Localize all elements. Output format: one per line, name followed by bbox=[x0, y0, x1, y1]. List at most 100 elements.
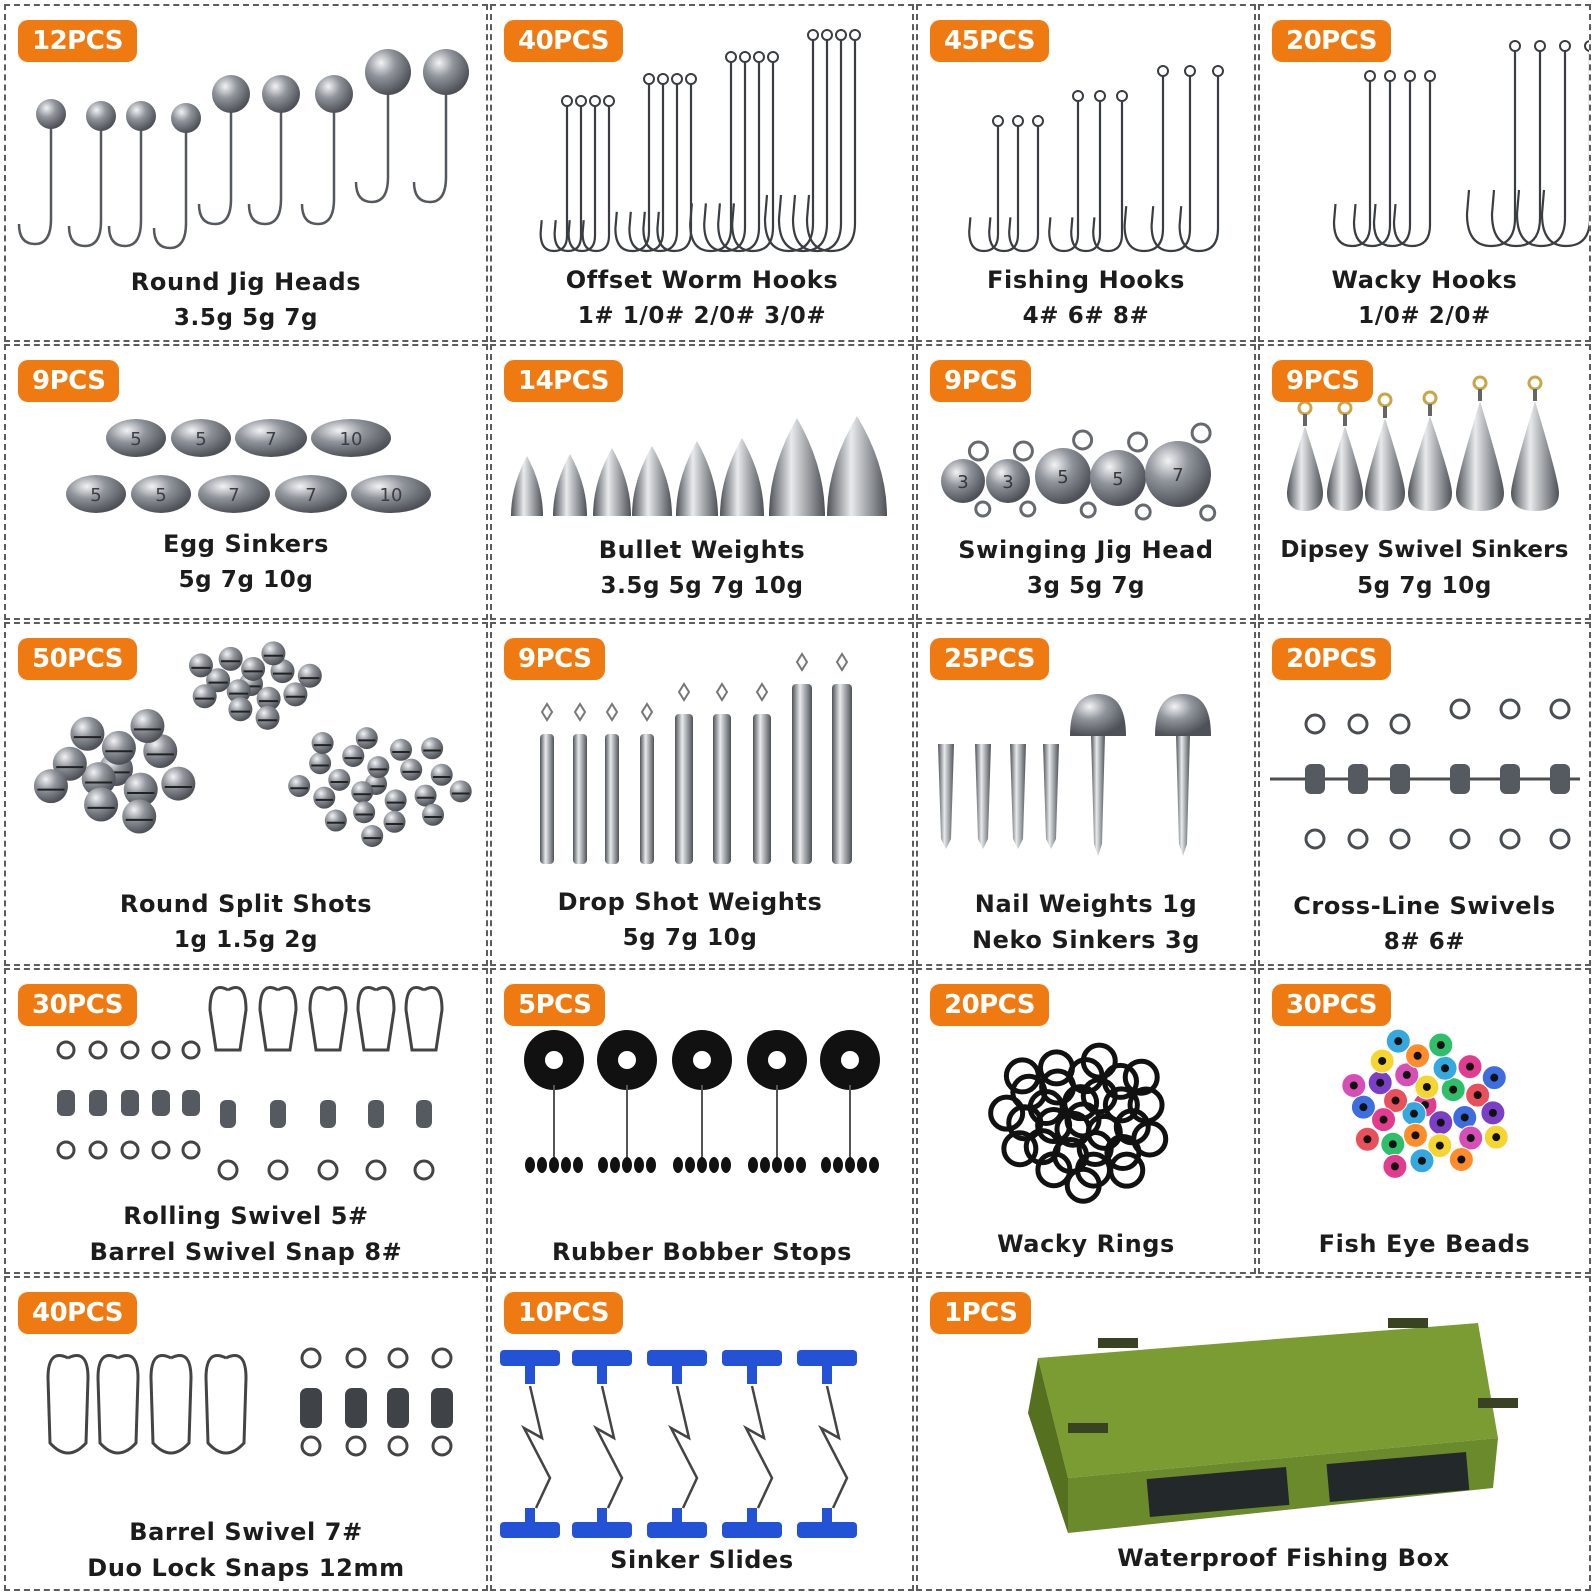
split-shot bbox=[81, 762, 116, 797]
slide-bar bbox=[500, 1522, 560, 1538]
swivel-barrel bbox=[182, 1090, 200, 1116]
cell-fishing-hooks: 45PCS Fishing Hooks 4# 6# 8# bbox=[916, 4, 1256, 342]
hook-eye bbox=[835, 29, 847, 41]
bullet-weight bbox=[720, 438, 764, 516]
split-shot bbox=[283, 682, 308, 707]
hook-eye bbox=[849, 29, 861, 41]
bullet-weight bbox=[676, 441, 718, 516]
sinker-weight-mark: 5 bbox=[155, 485, 166, 506]
stopper-bead bbox=[685, 1157, 695, 1173]
slide-stem bbox=[747, 1508, 757, 1522]
snap-clip bbox=[677, 682, 691, 702]
split-shot bbox=[355, 727, 378, 750]
jig-hook bbox=[300, 94, 336, 226]
sinker-slide-icon bbox=[500, 1350, 857, 1538]
o-ring bbox=[1102, 1086, 1140, 1124]
egg-sinker bbox=[198, 475, 270, 513]
slide-stem bbox=[597, 1366, 607, 1384]
jig-ball bbox=[423, 49, 469, 95]
stopper-bead bbox=[833, 1157, 843, 1173]
swivel-barrel bbox=[416, 1100, 432, 1128]
bobber-stop-hole bbox=[841, 1051, 859, 1069]
bead-eye bbox=[1391, 1096, 1400, 1105]
item-caption: Swinging Jig Head 3g 5g 7g bbox=[918, 532, 1254, 604]
hook-eye bbox=[1404, 70, 1416, 82]
hook-eye bbox=[561, 95, 573, 107]
swivel-eye bbox=[345, 1347, 367, 1369]
hook-eye bbox=[739, 51, 751, 63]
tackle-box-icon bbox=[1028, 1318, 1518, 1533]
item-caption: Nail Weights 1g Neko Sinkers 3g bbox=[918, 886, 1254, 958]
bead-eye bbox=[1359, 1103, 1368, 1112]
jig-hook bbox=[152, 118, 188, 250]
jig-hook bbox=[17, 114, 53, 246]
sinker-weight-mark: 7 bbox=[265, 429, 276, 450]
swivel-eye bbox=[1347, 828, 1369, 850]
stopper-bead bbox=[549, 1157, 559, 1173]
hook-eye bbox=[671, 73, 683, 85]
swivel-eye bbox=[431, 1435, 453, 1457]
split-shot bbox=[206, 668, 231, 693]
slide-stem bbox=[822, 1366, 832, 1384]
corner-pad bbox=[1098, 1338, 1138, 1348]
sinker-weight-mark: 7 bbox=[1172, 465, 1183, 486]
wacky-hook-icon bbox=[1332, 40, 1589, 248]
drop-shot-weight bbox=[753, 714, 771, 864]
wacky-hook bbox=[1490, 51, 1542, 248]
count-badge: 30PCS bbox=[1272, 984, 1392, 1026]
nail-weight-icon bbox=[938, 694, 1211, 856]
cell-nail-weights: 25PCS Nail Weights 1g Neko Sinkers 3g bbox=[916, 622, 1256, 966]
cell-bullet-weights: 14PCS Bullet Weights 3.5g 5g 7g 10g bbox=[490, 344, 914, 620]
split-shot bbox=[449, 780, 472, 803]
egg-sinker bbox=[275, 475, 347, 513]
hook-eye bbox=[1424, 70, 1436, 82]
item-name: Round Jig Heads bbox=[130, 268, 362, 296]
slide-bar bbox=[722, 1350, 782, 1366]
count-badge: 20PCS bbox=[1272, 20, 1392, 62]
bullet-weight bbox=[511, 456, 543, 516]
offset-hook bbox=[791, 40, 843, 253]
offset-hook bbox=[777, 40, 829, 253]
drop-shot-icon bbox=[540, 652, 852, 864]
slide-bar bbox=[572, 1350, 632, 1366]
nail-weight bbox=[1010, 744, 1026, 849]
swivel-eye bbox=[1549, 698, 1571, 720]
split-shot bbox=[122, 799, 157, 834]
jig-ball bbox=[262, 75, 300, 113]
split-shot bbox=[192, 684, 217, 709]
swivel-eye bbox=[1549, 828, 1571, 850]
eye-ring bbox=[1190, 422, 1212, 444]
swivel-barrel bbox=[320, 1100, 336, 1128]
swivel-eye bbox=[1449, 828, 1471, 850]
slide-bar bbox=[500, 1350, 560, 1366]
bead-eye bbox=[1409, 1109, 1418, 1118]
snap-wire bbox=[592, 1385, 624, 1509]
fishing-hook bbox=[1178, 76, 1220, 253]
egg-sinker bbox=[131, 475, 191, 513]
item-sizes: 5g 7g 10g bbox=[1357, 573, 1492, 599]
slide-bar bbox=[722, 1522, 782, 1538]
count-badge: 50PCS bbox=[18, 638, 138, 680]
swivel-eye bbox=[217, 1159, 239, 1181]
snap bbox=[308, 986, 348, 1052]
item-sizes: 4# 6# 8# bbox=[1022, 303, 1150, 329]
o-ring bbox=[1037, 1049, 1075, 1087]
offset-hook bbox=[628, 84, 665, 253]
bead-eye bbox=[1436, 1118, 1445, 1127]
neko-shaft bbox=[1091, 734, 1105, 856]
egg-sinker bbox=[311, 419, 391, 457]
bobber-stop-hole bbox=[545, 1051, 563, 1069]
split-shot bbox=[218, 646, 243, 671]
bullet-weight-icon bbox=[511, 416, 887, 516]
bullet-weight bbox=[553, 454, 587, 516]
jig-hook bbox=[412, 72, 448, 204]
fishing-hook bbox=[988, 126, 1020, 253]
item-caption: Fish Eye Beads bbox=[1260, 1226, 1589, 1262]
item-caption: Sinker Slides bbox=[492, 1542, 912, 1578]
split-shot bbox=[70, 716, 105, 751]
item-name: Waterproof Fishing Box bbox=[1117, 1544, 1450, 1572]
split-shot bbox=[351, 781, 374, 804]
o-ring bbox=[1010, 1073, 1048, 1111]
split-shot bbox=[430, 763, 453, 786]
